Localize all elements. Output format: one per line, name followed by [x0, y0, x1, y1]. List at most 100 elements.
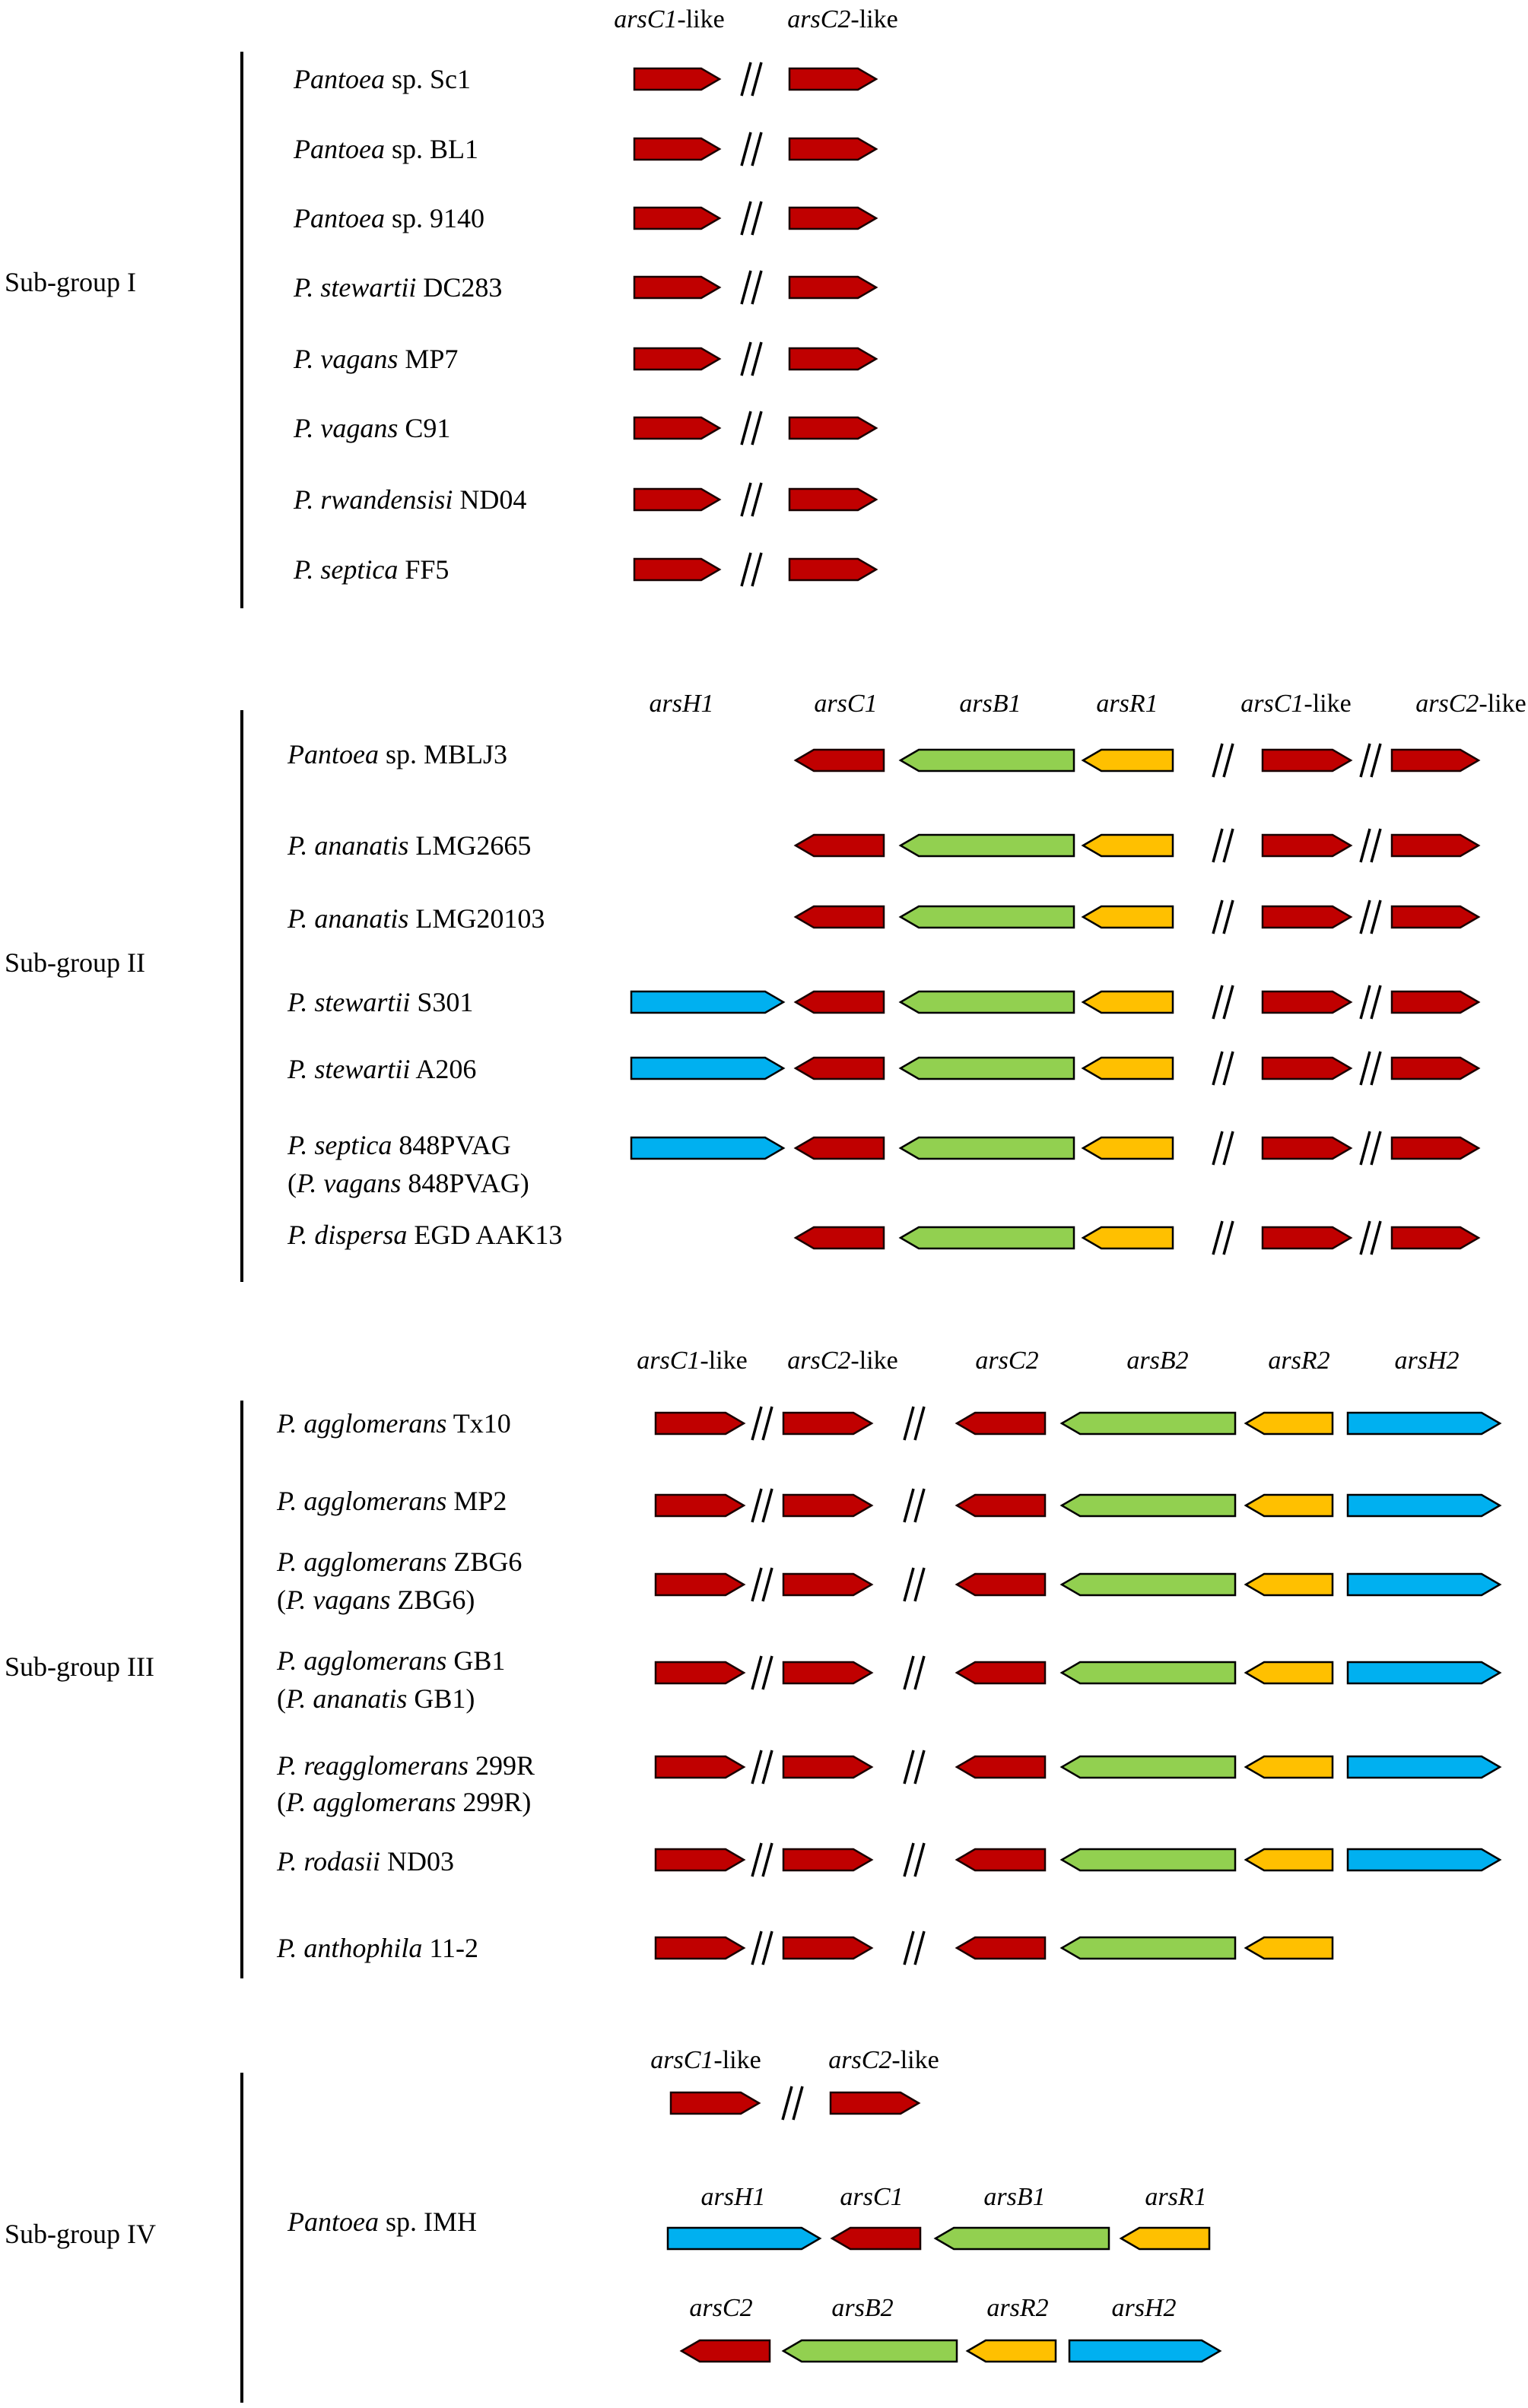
subgroup-2-row-3-arsc2-like [1390, 905, 1481, 929]
subgroup-3-row-3-arsr2 [1244, 1572, 1334, 1597]
subgroup-3-strain-2: P. agglomerans MP2 [276, 1486, 507, 1516]
subgroup-2-row-4-arsh1 [630, 990, 786, 1014]
subgroup-3-row-6-break-1 [751, 1842, 774, 1877]
subgroup-3-label: Sub-group III [5, 1651, 154, 1682]
subgroup-1-row-1-break [740, 62, 763, 97]
subgroup-1-row-7-break [740, 482, 763, 517]
subgroup-3-row-3-arsc2 [955, 1572, 1047, 1597]
subgroup-3-strain-1: P. agglomerans Tx10 [276, 1408, 511, 1439]
subgroup-2-row-5-arsc2-like [1390, 1056, 1481, 1080]
subgroup-2-row-2-arsr1 [1081, 833, 1174, 858]
subgroup-3-row-1-arsc2 [955, 1411, 1047, 1436]
subgroup-3-row-2-arsb2 [1059, 1493, 1237, 1518]
subgroup-4-gene-label-arsb1: arsB1 [983, 2183, 1045, 2211]
subgroup-2-row-7-arsb1 [898, 1226, 1075, 1250]
subgroup-2-row-6-arsb1 [898, 1136, 1075, 1160]
subgroup-3-row-4-break-2 [903, 1655, 926, 1690]
subgroup-3-row-5-break-1 [751, 1750, 774, 1785]
subgroup-3-row-3-break-1 [751, 1567, 774, 1602]
subgroup-1-strain-4: P. stewartii DC283 [293, 272, 502, 303]
subgroup-3-row-4-arsc1-like [654, 1661, 746, 1685]
subgroup-2-row-7-break-2 [1359, 1220, 1382, 1255]
subgroup-1-label: Sub-group I [5, 267, 136, 297]
subgroup-4-gene-label-arsc2-like: arsC2-like [828, 2046, 939, 2074]
subgroup-1-row-5-break [740, 341, 763, 376]
subgroup-3-row-4-break-1 [751, 1655, 774, 1690]
subgroup-2-row-7-break-1 [1212, 1220, 1234, 1255]
subgroup-1-row-8-break [740, 552, 763, 587]
subgroup-3-row-7-arsr2 [1244, 1936, 1334, 1960]
subgroup-4-arsc1 [830, 2226, 922, 2251]
subgroup-3-row-3-break-2 [903, 1567, 926, 1602]
subgroup-3-strain-6: P. rodasii ND03 [276, 1846, 454, 1877]
subgroup-3-strain-3: P. agglomerans ZBG6 [276, 1547, 522, 1577]
subgroup-2-strain-2: P. ananatis LMG2665 [287, 830, 531, 861]
subgroup-1-row-1-arsc1-like [633, 67, 722, 91]
subgroup-1-row-7-arsc2-like [788, 487, 878, 512]
subgroup-1-row-2-arsc2-like [788, 137, 878, 161]
subgroup-2-row-7-arsr1 [1081, 1226, 1174, 1250]
subgroup-1-row-7-arsc1-like [633, 487, 722, 512]
subgroup-2-gene-label-2: arsC1 [814, 690, 877, 718]
subgroup-2-row-4-arsc1-like [1261, 990, 1353, 1014]
subgroup-3-row-7-arsc1-like [654, 1936, 746, 1960]
subgroup-2-strain-5: P. stewartii A206 [287, 1054, 476, 1084]
subgroup-4-gene-label-arsh2: arsH2 [1111, 2294, 1176, 2322]
subgroup-2-row-5-arsb1 [898, 1056, 1075, 1080]
subgroup-3-strain-4-alt: (P. ananatis GB1) [277, 1683, 475, 1714]
subgroup-3-row-6-arsh2 [1346, 1848, 1502, 1872]
subgroup-3-row-5-arsc2-like [782, 1755, 874, 1779]
subgroup-2-row-2-arsc1 [793, 833, 885, 858]
subgroup-4-arsr1 [1119, 2226, 1211, 2251]
subgroup-3-row-3-arsc1-like [654, 1572, 746, 1597]
subgroup-1-row-3-arsc2-like [788, 206, 878, 230]
subgroup-1-row-6-break [740, 411, 763, 446]
subgroup-3-gene-label-2: arsC2-like [787, 1347, 897, 1375]
subgroup-1-row-4-arsc2-like [788, 275, 878, 300]
subgroup-3-row-6-arsc2-like [782, 1848, 874, 1872]
subgroup-1-strain-6: P. vagans C91 [293, 413, 450, 443]
subgroup-2-row-2-arsc2-like [1390, 833, 1481, 858]
subgroup-3-gene-label-4: arsB2 [1126, 1347, 1188, 1375]
subgroup-3-gene-label-6: arsH2 [1394, 1347, 1459, 1375]
subgroup-2-row-4-arsr1 [1081, 990, 1174, 1014]
subgroup-1-gene-label-arsc1-like: arsC1-like [614, 5, 724, 33]
subgroup-1-row-3-arsc1-like [633, 206, 722, 230]
subgroup-3-row-5-arsr2 [1244, 1755, 1334, 1779]
subgroup-3-gene-label-5: arsR2 [1268, 1347, 1329, 1375]
subgroup-1-strain-5: P. vagans MP7 [293, 344, 458, 374]
subgroup-4-arsc1-like [669, 2091, 761, 2115]
subgroup-3-row-7-break-2 [903, 1931, 926, 1965]
subgroup-2-row-2-arsc1-like [1261, 833, 1353, 858]
subgroup-3-row-7-arsc2 [955, 1936, 1047, 1960]
subgroup-2-gene-label-1: arsH1 [649, 690, 713, 718]
subgroup-3-row-1-break-1 [751, 1406, 774, 1441]
subgroup-4-gene-label-arsb2: arsB2 [831, 2294, 893, 2322]
subgroup-2-row-1-arsb1 [898, 748, 1075, 773]
subgroup-1-row-2-arsc1-like [633, 137, 722, 161]
subgroup-1-gene-label-arsc2-like: arsC2-like [787, 5, 897, 33]
subgroup-3-row-7-arsc2-like [782, 1936, 874, 1960]
subgroup-2-strain-7: P. dispersa EGD AAK13 [287, 1220, 562, 1250]
subgroup-3-row-5-arsc2 [955, 1755, 1047, 1779]
subgroup-4-arsb1 [933, 2226, 1110, 2251]
subgroup-3-row-6-arsc1-like [654, 1848, 746, 1872]
subgroup-2-row-4-arsb1 [898, 990, 1075, 1014]
subgroup-3-row-2-arsc2 [955, 1493, 1047, 1518]
subgroup-3-row-1-arsc2-like [782, 1411, 874, 1436]
subgroup-1-strain-2: Pantoea sp. BL1 [293, 134, 478, 164]
subgroup-2-row-6-break-2 [1359, 1131, 1382, 1166]
subgroup-3-row-7-break-1 [751, 1931, 774, 1965]
subgroup-4-arsc2 [679, 2339, 771, 2363]
subgroup-2-row-6-arsh1 [630, 1136, 786, 1160]
subgroup-2-strain-6: P. septica 848PVAG [287, 1130, 511, 1160]
subgroup-2-row-2-arsb1 [898, 833, 1075, 858]
subgroup-3-row-6-arsb2 [1059, 1848, 1237, 1872]
subgroup-4-gene-label-arsr2: arsR2 [986, 2294, 1048, 2322]
subgroup-1-row-2-break [740, 132, 763, 167]
subgroup-3-row-7-arsb2 [1059, 1936, 1237, 1960]
subgroup-2-row-6-arsc2-like [1390, 1136, 1481, 1160]
subgroup-2-row-6-break-1 [1212, 1131, 1234, 1166]
